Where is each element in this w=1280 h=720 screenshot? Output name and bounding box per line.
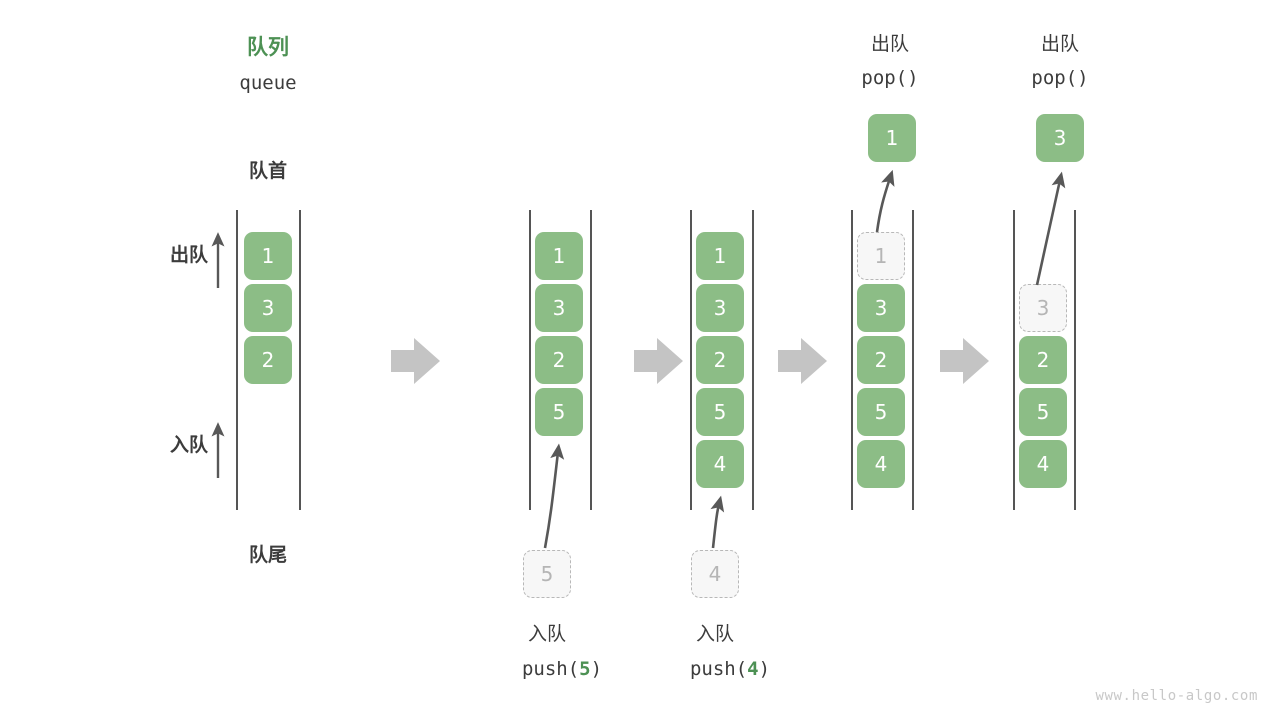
step-arrow-3 — [778, 338, 827, 384]
push-arrow-stage-2 — [710, 495, 725, 549]
rail-left-stage-3 — [851, 210, 853, 510]
pop-arrow-stage-4 — [1035, 171, 1066, 286]
push-value: 4 — [747, 658, 759, 680]
incoming-cell: 5 — [523, 550, 571, 598]
popped-cell: 3 — [1036, 114, 1084, 162]
rail-right-stage-0 — [299, 210, 301, 510]
rail-right-stage-1 — [590, 210, 592, 510]
queue-cell: 1 — [535, 232, 583, 280]
queue-cell: 5 — [535, 388, 583, 436]
popped-cell: 1 — [868, 114, 916, 162]
push-suffix: ) — [590, 658, 603, 680]
dequeue-direction-label: 出队 — [169, 244, 208, 266]
push-value: 5 — [579, 658, 591, 680]
rail-left-stage-1 — [529, 210, 531, 510]
caption-code-stage-3: pop() — [861, 67, 919, 89]
queue-cell: 5 — [857, 388, 905, 436]
caption-cn-stage-3: 出队 — [870, 33, 909, 55]
queue-title-en: queue — [239, 72, 297, 94]
queue-title-cn: 队列 — [247, 35, 289, 59]
queue-cell: 3 — [244, 284, 292, 332]
queue-cell: 2 — [244, 336, 292, 384]
queue-cell: 4 — [857, 440, 905, 488]
step-arrow-1 — [391, 338, 440, 384]
queue-cell: 4 — [696, 440, 744, 488]
enqueue-direction-label: 入队 — [169, 434, 208, 456]
queue-cell: 4 — [1019, 440, 1067, 488]
caption-cn-stage-4: 出队 — [1040, 33, 1079, 55]
rail-right-stage-2 — [752, 210, 754, 510]
caption-cn-stage-1: 入队 — [527, 623, 566, 645]
queue-cell: 2 — [1019, 336, 1067, 384]
rail-left-stage-4 — [1013, 210, 1015, 510]
queue-cell: 3 — [696, 284, 744, 332]
rail-left-stage-2 — [690, 210, 692, 510]
pop-arrow-stage-3 — [875, 169, 895, 233]
caption-code-stage-1: push(5) — [487, 655, 637, 683]
caption-code-stage-2: push(4) — [655, 655, 805, 683]
rail-left-stage-0 — [236, 210, 238, 510]
caption-code-stage-4: pop() — [1031, 67, 1089, 89]
incoming-cell: 4 — [691, 550, 739, 598]
queue-cell-removed: 1 — [857, 232, 905, 280]
head-label: 队首 — [248, 160, 287, 182]
tail-label: 队尾 — [248, 544, 287, 566]
queue-cell: 3 — [857, 284, 905, 332]
queue-cell: 5 — [1019, 388, 1067, 436]
step-arrow-2 — [634, 338, 683, 384]
queue-cell-removed: 3 — [1019, 284, 1067, 332]
watermark: www.hello-algo.com — [1095, 688, 1258, 704]
queue-cell: 3 — [535, 284, 583, 332]
rail-right-stage-3 — [912, 210, 914, 510]
push-prefix: push( — [689, 658, 748, 680]
queue-cell: 2 — [535, 336, 583, 384]
caption-cn-stage-2: 入队 — [695, 623, 734, 645]
queue-cell: 5 — [696, 388, 744, 436]
rail-right-stage-4 — [1074, 210, 1076, 510]
step-arrow-4 — [940, 338, 989, 384]
queue-cell: 2 — [857, 336, 905, 384]
queue-cell: 1 — [696, 232, 744, 280]
queue-cell: 2 — [696, 336, 744, 384]
push-prefix: push( — [521, 658, 580, 680]
queue-cell: 1 — [244, 232, 292, 280]
push-suffix: ) — [758, 658, 771, 680]
push-arrow-stage-1 — [543, 443, 565, 549]
